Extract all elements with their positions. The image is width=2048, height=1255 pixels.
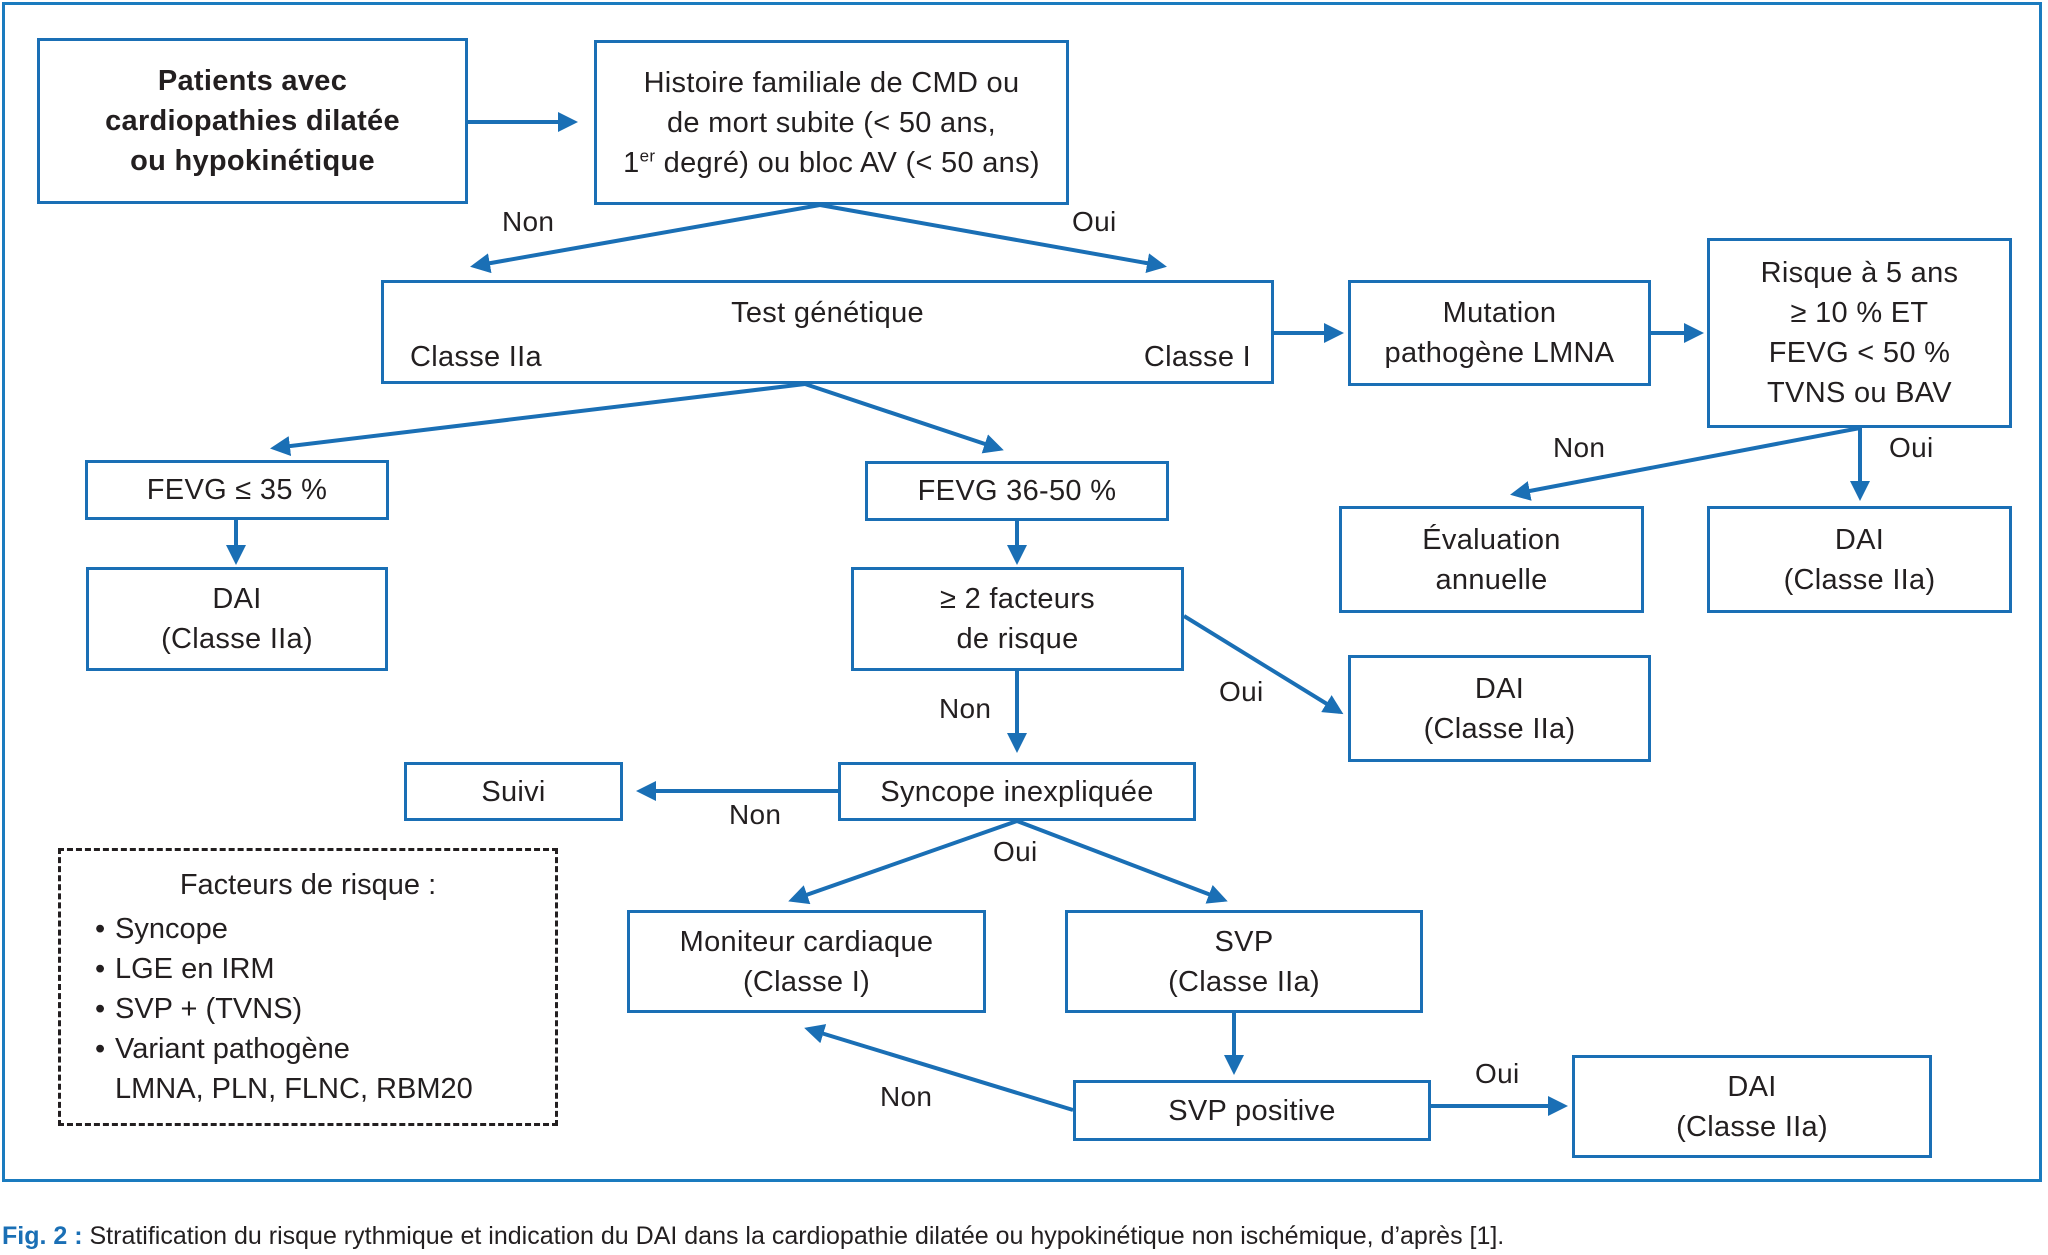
node-syncope: Syncope inexpliquée: [838, 762, 1196, 821]
edge-label-oui: Oui: [1072, 206, 1117, 237]
node-dai-line: (Classe IIa): [161, 623, 313, 655]
node-moniteur: Moniteur cardiaque (Classe I): [627, 910, 986, 1013]
arrow-histoire-non: [470, 203, 821, 274]
node-dai-bottom: DAI (Classe IIa): [1572, 1055, 1932, 1158]
node-risque-line: FEVG < 50 %: [1768, 337, 1951, 369]
risk-factors-legend: Facteurs de risque : Syncope LGE en IRM …: [58, 848, 558, 1126]
arrow-svppositive-moniteur: [804, 1024, 1074, 1112]
node-histoire-line: Histoire familiale de CMD ou: [643, 66, 1020, 99]
node-fevg-35-label: FEVG ≤ 35 %: [146, 474, 328, 506]
node-mutation-line: Mutation: [1442, 297, 1557, 329]
arrow-syncope-moniteur: [788, 819, 1018, 905]
edge-label-oui: Oui: [1219, 676, 1264, 707]
node-svp-positive-label: SVP positive: [1168, 1094, 1336, 1127]
node-dai-line: DAI: [1727, 1070, 1777, 1103]
node-facteurs-line: de risque: [956, 623, 1079, 655]
node-suivi-label: Suivi: [481, 775, 546, 808]
node-dai-line: DAI: [1834, 523, 1885, 556]
superscript: er: [639, 145, 656, 165]
edge-label-oui: Oui: [993, 836, 1038, 867]
node-patients-line: Patients avec: [157, 65, 348, 97]
text-fragment: degré) ou bloc AV (< 50 ans): [655, 146, 1040, 179]
node-dai-line: (Classe IIa): [1676, 1110, 1828, 1143]
node-fevg-36-50-label: FEVG 36-50 %: [917, 475, 1117, 507]
node-patients-line: ou hypokinétique: [130, 145, 375, 177]
node-test-genetique: Test génétique Classe IIa Classe I: [381, 280, 1274, 384]
node-histoire: Histoire familiale de CMD ou de mort sub…: [594, 40, 1069, 205]
node-dai-line: (Classe IIa): [1783, 563, 1936, 596]
edge-label-oui: Oui: [1475, 1058, 1520, 1089]
node-risque: Risque à 5 ans ≥ 10 % ET FEVG < 50 % TVN…: [1707, 238, 2012, 428]
legend-item: SVP + (TVNS): [95, 989, 555, 1029]
legend-title: Facteurs de risque :: [179, 869, 437, 901]
node-dai-right: DAI (Classe IIa): [1707, 506, 2012, 613]
node-moniteur-line: (Classe I): [742, 965, 871, 998]
edge-label-non: Non: [939, 693, 992, 724]
node-suivi: Suivi: [404, 762, 623, 821]
node-svp-line: SVP: [1214, 925, 1274, 958]
node-svp: SVP (Classe IIa): [1065, 910, 1423, 1013]
text-fragment: 1: [623, 146, 640, 179]
legend-list: Syncope LGE en IRM SVP + (TVNS) Variant …: [61, 909, 555, 1069]
edge-label-non: Non: [880, 1081, 933, 1112]
node-patients: Patients avec cardiopathies dilatée ou h…: [37, 38, 468, 204]
node-evaluation-line: annuelle: [1435, 563, 1548, 596]
node-syncope-label: Syncope inexpliquée: [880, 775, 1154, 808]
node-moniteur-line: Moniteur cardiaque: [679, 925, 934, 958]
node-test-class-left: Classe IIa: [410, 341, 542, 373]
edge-label-non: Non: [1553, 432, 1606, 463]
node-patients-line: cardiopathies dilatée: [105, 105, 400, 137]
legend-item-continuation: LMNA, PLN, FLNC, RBM20: [115, 1073, 473, 1105]
arrow-syncope-svp: [1016, 819, 1228, 904]
node-fevg-36-50: FEVG 36-50 %: [865, 461, 1169, 521]
node-risque-line: ≥ 10 % ET: [1790, 297, 1929, 329]
node-dai-line: DAI: [212, 583, 262, 615]
node-test-title: Test génétique: [731, 297, 924, 329]
node-facteurs: ≥ 2 facteurs de risque: [851, 567, 1184, 671]
node-svp-positive: SVP positive: [1073, 1080, 1431, 1141]
edge-label-non: Non: [729, 799, 782, 830]
diagram-frame: [2, 2, 2042, 1182]
node-mutation-line: pathogène LMNA: [1384, 337, 1615, 369]
node-risque-line: TVNS ou BAV: [1767, 377, 1952, 409]
node-risque-line: Risque à 5 ans: [1760, 257, 1959, 289]
node-evaluation-line: Évaluation: [1422, 523, 1561, 556]
arrow-histoire-oui: [819, 203, 1167, 274]
legend-item: LGE en IRM: [95, 949, 555, 989]
node-dai-line: DAI: [1474, 672, 1525, 705]
node-test-class-right: Classe I: [1143, 341, 1251, 373]
edge-label-oui: Oui: [1889, 432, 1934, 463]
arrow-test-fevg35: [270, 382, 806, 457]
node-mutation-lmna: Mutation pathogène LMNA: [1348, 280, 1651, 386]
figure-caption: Fig. 2 : Stratification du risque rythmi…: [2, 1222, 1504, 1251]
node-dai-mid: DAI (Classe IIa): [1348, 655, 1651, 762]
edge-label-non: Non: [502, 206, 555, 237]
node-histoire-line: de mort subite (< 50 ans,: [666, 106, 997, 139]
arrow-test-fevg3650: [804, 382, 1004, 454]
caption-label: Fig. 2 :: [2, 1222, 83, 1250]
node-dai-line: (Classe IIa): [1423, 712, 1576, 745]
node-dai-left: DAI (Classe IIa): [86, 567, 388, 671]
arrow-risque-non: [1510, 426, 1861, 501]
caption-text: Stratification du risque rythmique et in…: [82, 1222, 1505, 1250]
node-fevg-35: FEVG ≤ 35 %: [85, 460, 389, 520]
legend-item: Variant pathogène: [95, 1029, 555, 1069]
node-svp-line: (Classe IIa): [1168, 965, 1320, 998]
node-evaluation: Évaluation annuelle: [1339, 506, 1644, 613]
node-facteurs-line: ≥ 2 facteurs: [940, 583, 1095, 615]
node-histoire-line: 1er degré) ou bloc AV (< 50 ans): [623, 143, 1040, 183]
arrow-facteurs-oui: [1182, 614, 1344, 715]
legend-item: Syncope: [95, 909, 555, 949]
